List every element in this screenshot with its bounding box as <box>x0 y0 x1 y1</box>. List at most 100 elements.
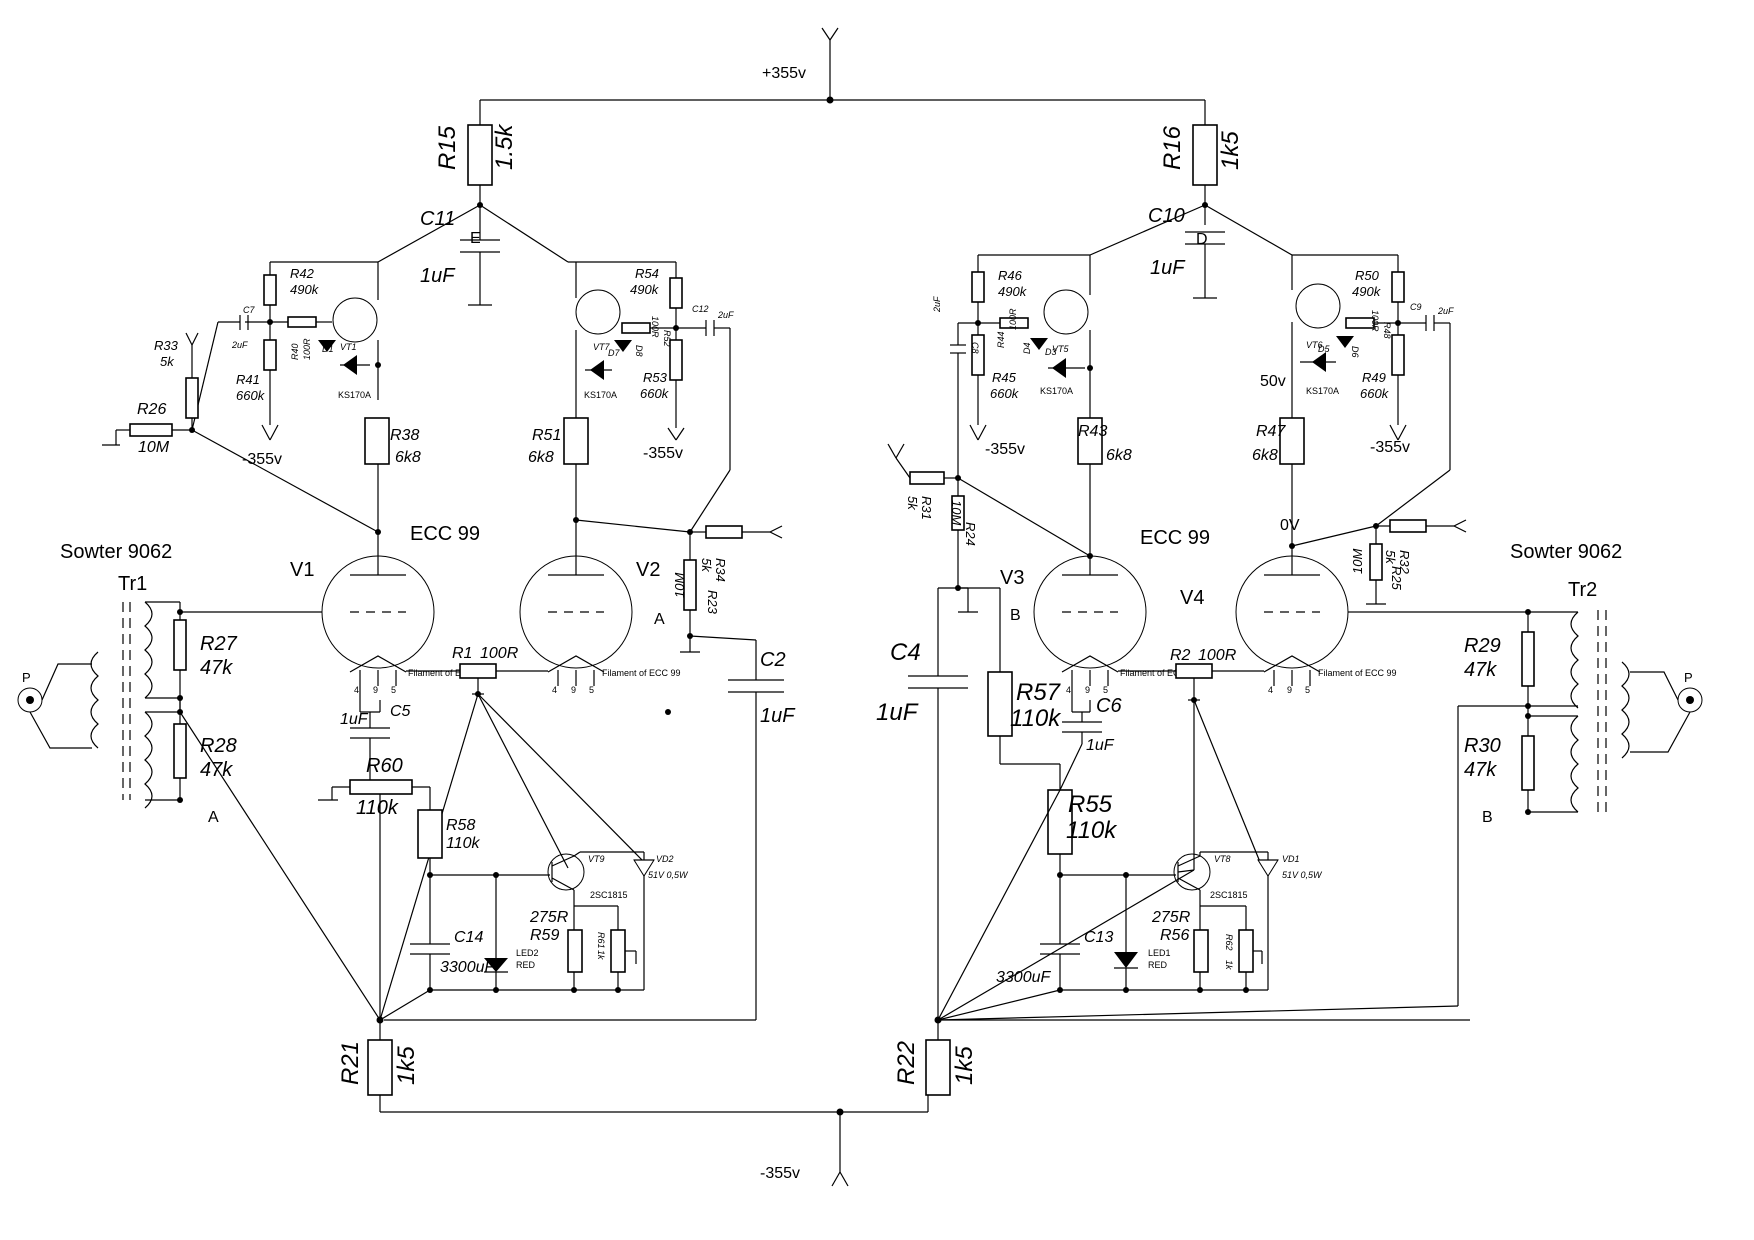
v4-pin4: 4 <box>1268 685 1273 695</box>
vd1-value: 51V 0,5W <box>1282 870 1323 880</box>
d8-ref: D8 <box>634 345 644 357</box>
v4-label: V4 <box>1180 587 1204 609</box>
r61-ref: R61 <box>596 932 606 949</box>
resistors-r57-r55 <box>937 587 1102 1021</box>
r59-value: 275R <box>529 909 569 926</box>
vt9-type: 2SC1815 <box>590 890 628 900</box>
c10-value: 1uF <box>1150 257 1186 279</box>
tr1-primary: P <box>22 670 31 685</box>
v2-pin4: 4 <box>552 685 557 695</box>
r44-value: 100R <box>1008 308 1018 330</box>
capacitor-c5 <box>350 686 390 780</box>
zener-vt1: KS170A <box>338 390 371 400</box>
v4-pin5: 5 <box>1305 685 1310 695</box>
c13-value: 3300uF <box>996 969 1051 986</box>
v3-label: V3 <box>1000 567 1024 589</box>
r55-value: 110k <box>1066 817 1118 844</box>
capacitor-c4 <box>908 587 978 1020</box>
r21-ref: R21 <box>337 1041 364 1085</box>
transformer-tr2 <box>937 609 1703 1021</box>
v3-pin4: 4 <box>1066 685 1071 695</box>
neg-label-vt6: -355v <box>1370 439 1410 456</box>
vt8-type: 2SC1815 <box>1210 890 1248 900</box>
v1-pin5: 5 <box>391 685 396 695</box>
r41-value: 660k <box>236 388 266 403</box>
positive-rail-label: +355v <box>762 65 806 82</box>
r33-ref: R33 <box>154 338 179 353</box>
r57-ref: R57 <box>1016 679 1062 706</box>
feedback-right <box>1366 519 1467 605</box>
r54-ref: R54 <box>635 266 659 281</box>
led1-color: RED <box>1148 960 1168 970</box>
r48-ref: R48 <box>1382 322 1392 339</box>
r55-ref: R55 <box>1068 791 1113 818</box>
c4-ref: C4 <box>890 639 921 666</box>
vt5-ref: VT5 <box>1052 344 1070 354</box>
neg-label-vt7: -355v <box>643 445 683 462</box>
vt7-ref: VT7 <box>593 342 611 352</box>
v1-filament: Filament of ECC 99 <box>408 668 487 678</box>
r31-value: 5k <box>905 496 920 511</box>
v4-pin9: 9 <box>1287 685 1292 695</box>
ccs-vt5 <box>958 254 1103 559</box>
tr2-ref: Tr2 <box>1568 579 1597 601</box>
ccs-vt6 <box>1279 254 1451 549</box>
r42-value: 490k <box>290 282 320 297</box>
tr2-primary: P <box>1684 670 1693 685</box>
r60-value: 110k <box>356 797 399 819</box>
r53-ref: R53 <box>643 370 668 385</box>
feedback-left <box>384 525 784 1021</box>
r61-value: 1k <box>596 950 606 960</box>
r2-ref: R2 <box>1170 647 1191 664</box>
negative-rail <box>379 1095 929 1187</box>
r24-value: 10M <box>949 500 964 525</box>
zener-vt5: KS170A <box>1040 386 1073 396</box>
v2-label: V2 <box>636 559 660 581</box>
v1-label: V1 <box>290 559 314 581</box>
r43-value: 6k8 <box>1106 447 1132 464</box>
node-50v: 50v <box>1260 373 1286 390</box>
tube-v3 <box>1033 555 1147 686</box>
vt1-ref: VT1 <box>340 342 357 352</box>
r47-ref: R47 <box>1256 423 1286 440</box>
r1-ref: R1 <box>452 645 472 662</box>
r43-ref: R43 <box>1078 423 1107 440</box>
r27-ref: R27 <box>200 633 238 655</box>
vt6-ref: VT6 <box>1306 340 1323 350</box>
node-a-top: A <box>654 611 665 628</box>
r31-ref: R31 <box>919 496 934 520</box>
r21-value: 1k5 <box>393 1046 420 1085</box>
r23-ref: R23 <box>705 590 720 615</box>
c5-ref: C5 <box>390 703 411 720</box>
tube-v1 <box>180 532 435 686</box>
tube-type-left: ECC 99 <box>410 523 480 545</box>
d7-ref: D7 <box>608 348 620 358</box>
node-b-bottom: B <box>1482 809 1493 826</box>
c14-ref: C14 <box>454 929 483 946</box>
r58-ref: R58 <box>446 817 475 834</box>
r62-ref: R62 <box>1224 934 1234 951</box>
resistor-r16 <box>1192 124 1218 208</box>
tr1-ref: Tr1 <box>118 573 147 595</box>
led2-color: RED <box>516 960 536 970</box>
r40-ref: R40 <box>290 343 300 360</box>
c5-value: 1uF <box>340 711 369 728</box>
r29-ref: R29 <box>1464 635 1501 657</box>
resistor-r15 <box>467 124 493 208</box>
vd2-ref: VD2 <box>656 854 674 864</box>
r16-value: 1k5 <box>1217 131 1244 170</box>
r15-value: 1.5k <box>491 123 518 170</box>
r50-ref: R50 <box>1355 268 1380 283</box>
ccs-vt7 <box>563 261 731 533</box>
r49-ref: R49 <box>1362 370 1386 385</box>
r41-ref: R41 <box>236 372 260 387</box>
r27-value: 47k <box>200 657 233 679</box>
neg-label-vt5: -355v <box>985 441 1025 458</box>
c6-ref: C6 <box>1096 695 1122 717</box>
zener-vt6: KS170A <box>1306 386 1339 396</box>
r34-value: 5k <box>699 558 714 573</box>
r15-ref: R15 <box>434 125 461 170</box>
r30-value: 47k <box>1464 759 1497 781</box>
led2-ref: LED2 <box>516 948 539 958</box>
v3-pin5: 5 <box>1103 685 1108 695</box>
